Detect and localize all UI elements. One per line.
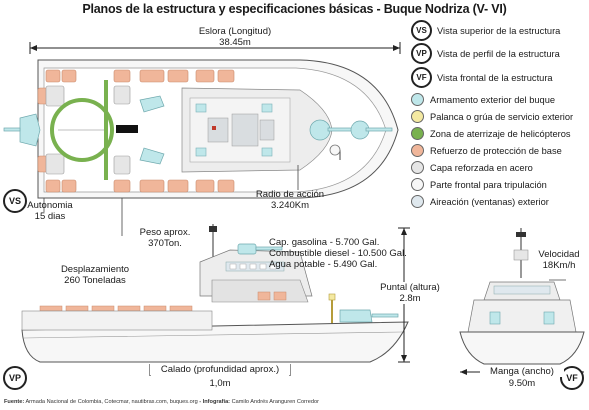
top-view-hull: [3, 59, 399, 199]
legend-item-grua: Palanca o grúa de servicio exterior: [411, 109, 573, 124]
legend-label: Armamento exterior del buque: [430, 94, 556, 105]
legend-swatch: [411, 161, 424, 174]
infographic-author: Camilo Andrés Aranguren Corredor: [231, 399, 319, 405]
velocidad-value: 18Km/h: [542, 260, 576, 271]
legend-label: Parte frontal para tripulación: [430, 179, 547, 190]
source-label: Fuente:: [4, 399, 25, 405]
autonomia-label: Autonomia: [27, 200, 73, 211]
autonomia-value: 15 dias: [34, 211, 66, 222]
puntal-value: 2.8m: [385, 293, 435, 304]
radio-value: 3.240Km: [270, 200, 310, 211]
manga-label: Manga (ancho): [480, 366, 564, 377]
legend-item-vs: VS Vista superior de la estructura: [411, 20, 561, 41]
legend-label: Vista superior de la estructura: [437, 25, 561, 36]
manga-value: 9.50m: [508, 378, 536, 389]
source-text: Armada Nacional de Colombia, Cotecmar, n…: [25, 399, 198, 405]
page-title: Planos de la estructura y especificacion…: [82, 2, 507, 16]
gasolina-capacity: Cap. gasolina - 5.700 Gal.: [269, 237, 380, 248]
calado-label: Calado (profundidad aprox.): [150, 364, 290, 375]
badge-vp: VP: [3, 366, 27, 390]
peso-value: 370Ton.: [148, 238, 182, 249]
badge-vs: VS: [3, 189, 27, 213]
legend-item-vf: VF Vista frontal de la estructura: [411, 67, 553, 88]
legend-swatch: [411, 195, 424, 208]
legend-item-helipad: Zona de aterrizaje de helicópteros: [411, 126, 571, 141]
front-view-hull: [459, 228, 585, 365]
legend-swatch: [411, 178, 424, 191]
legend-item-tripulacion: Parte frontal para tripulación: [411, 177, 547, 192]
legend-badge: VP: [411, 43, 432, 64]
legend-item-armamento: Armamento exterior del buque: [411, 92, 555, 107]
source-credit: Fuente: Armada Nacional de Colombia, Cot…: [4, 399, 319, 405]
legend-item-capa: Capa reforzada en acero: [411, 160, 533, 175]
legend-swatch: [411, 93, 424, 106]
legend-item-refuerzo: Refuerzo de protección de base: [411, 143, 562, 158]
badge-vf: VF: [560, 366, 584, 390]
legend-label: Capa reforzada en acero: [430, 162, 533, 173]
infographic-label: - Infografía:: [199, 399, 231, 405]
peso-label: Peso aprox.: [139, 227, 191, 238]
desplazamiento-value: 260 Toneladas: [64, 275, 126, 286]
velocidad-label: Velocidad: [538, 249, 580, 260]
legend-label: Aireación (ventanas) exterior: [430, 196, 549, 207]
profile-view-hull: [21, 224, 409, 363]
legend-label: Refuerzo de protección de base: [430, 145, 562, 156]
eslora-label: Eslora (Longitud): [198, 26, 272, 37]
legend-badge: VF: [411, 67, 432, 88]
legend-label: Zona de aterrizaje de helicópteros: [430, 128, 571, 139]
legend-swatch: [411, 144, 424, 157]
calado-value: 1,0m: [209, 378, 231, 389]
eslora-value: 38.45m: [219, 37, 251, 48]
legend-item-aireacion: Aireación (ventanas) exterior: [411, 194, 549, 209]
diesel-capacity: Combustible diesel - 10.500 Gal.: [269, 248, 407, 259]
legend-label: Vista de perfil de la estructura: [437, 48, 560, 59]
desplazamiento-label: Desplazamiento: [60, 264, 130, 275]
eslora-dimension-line: [29, 42, 401, 54]
legend-swatch: [411, 127, 424, 140]
legend-item-vp: VP Vista de perfil de la estructura: [411, 43, 560, 64]
radio-label: Radio de acción: [255, 189, 325, 200]
legend-swatch: [411, 110, 424, 123]
puntal-label: Puntal (altura): [370, 282, 450, 293]
legend-label: Vista frontal de la estructura: [437, 72, 553, 83]
legend-badge: VS: [411, 20, 432, 41]
agua-capacity: Agua potable - 5.490 Gal.: [269, 259, 378, 270]
legend-label: Palanca o grúa de servicio exterior: [430, 111, 574, 122]
